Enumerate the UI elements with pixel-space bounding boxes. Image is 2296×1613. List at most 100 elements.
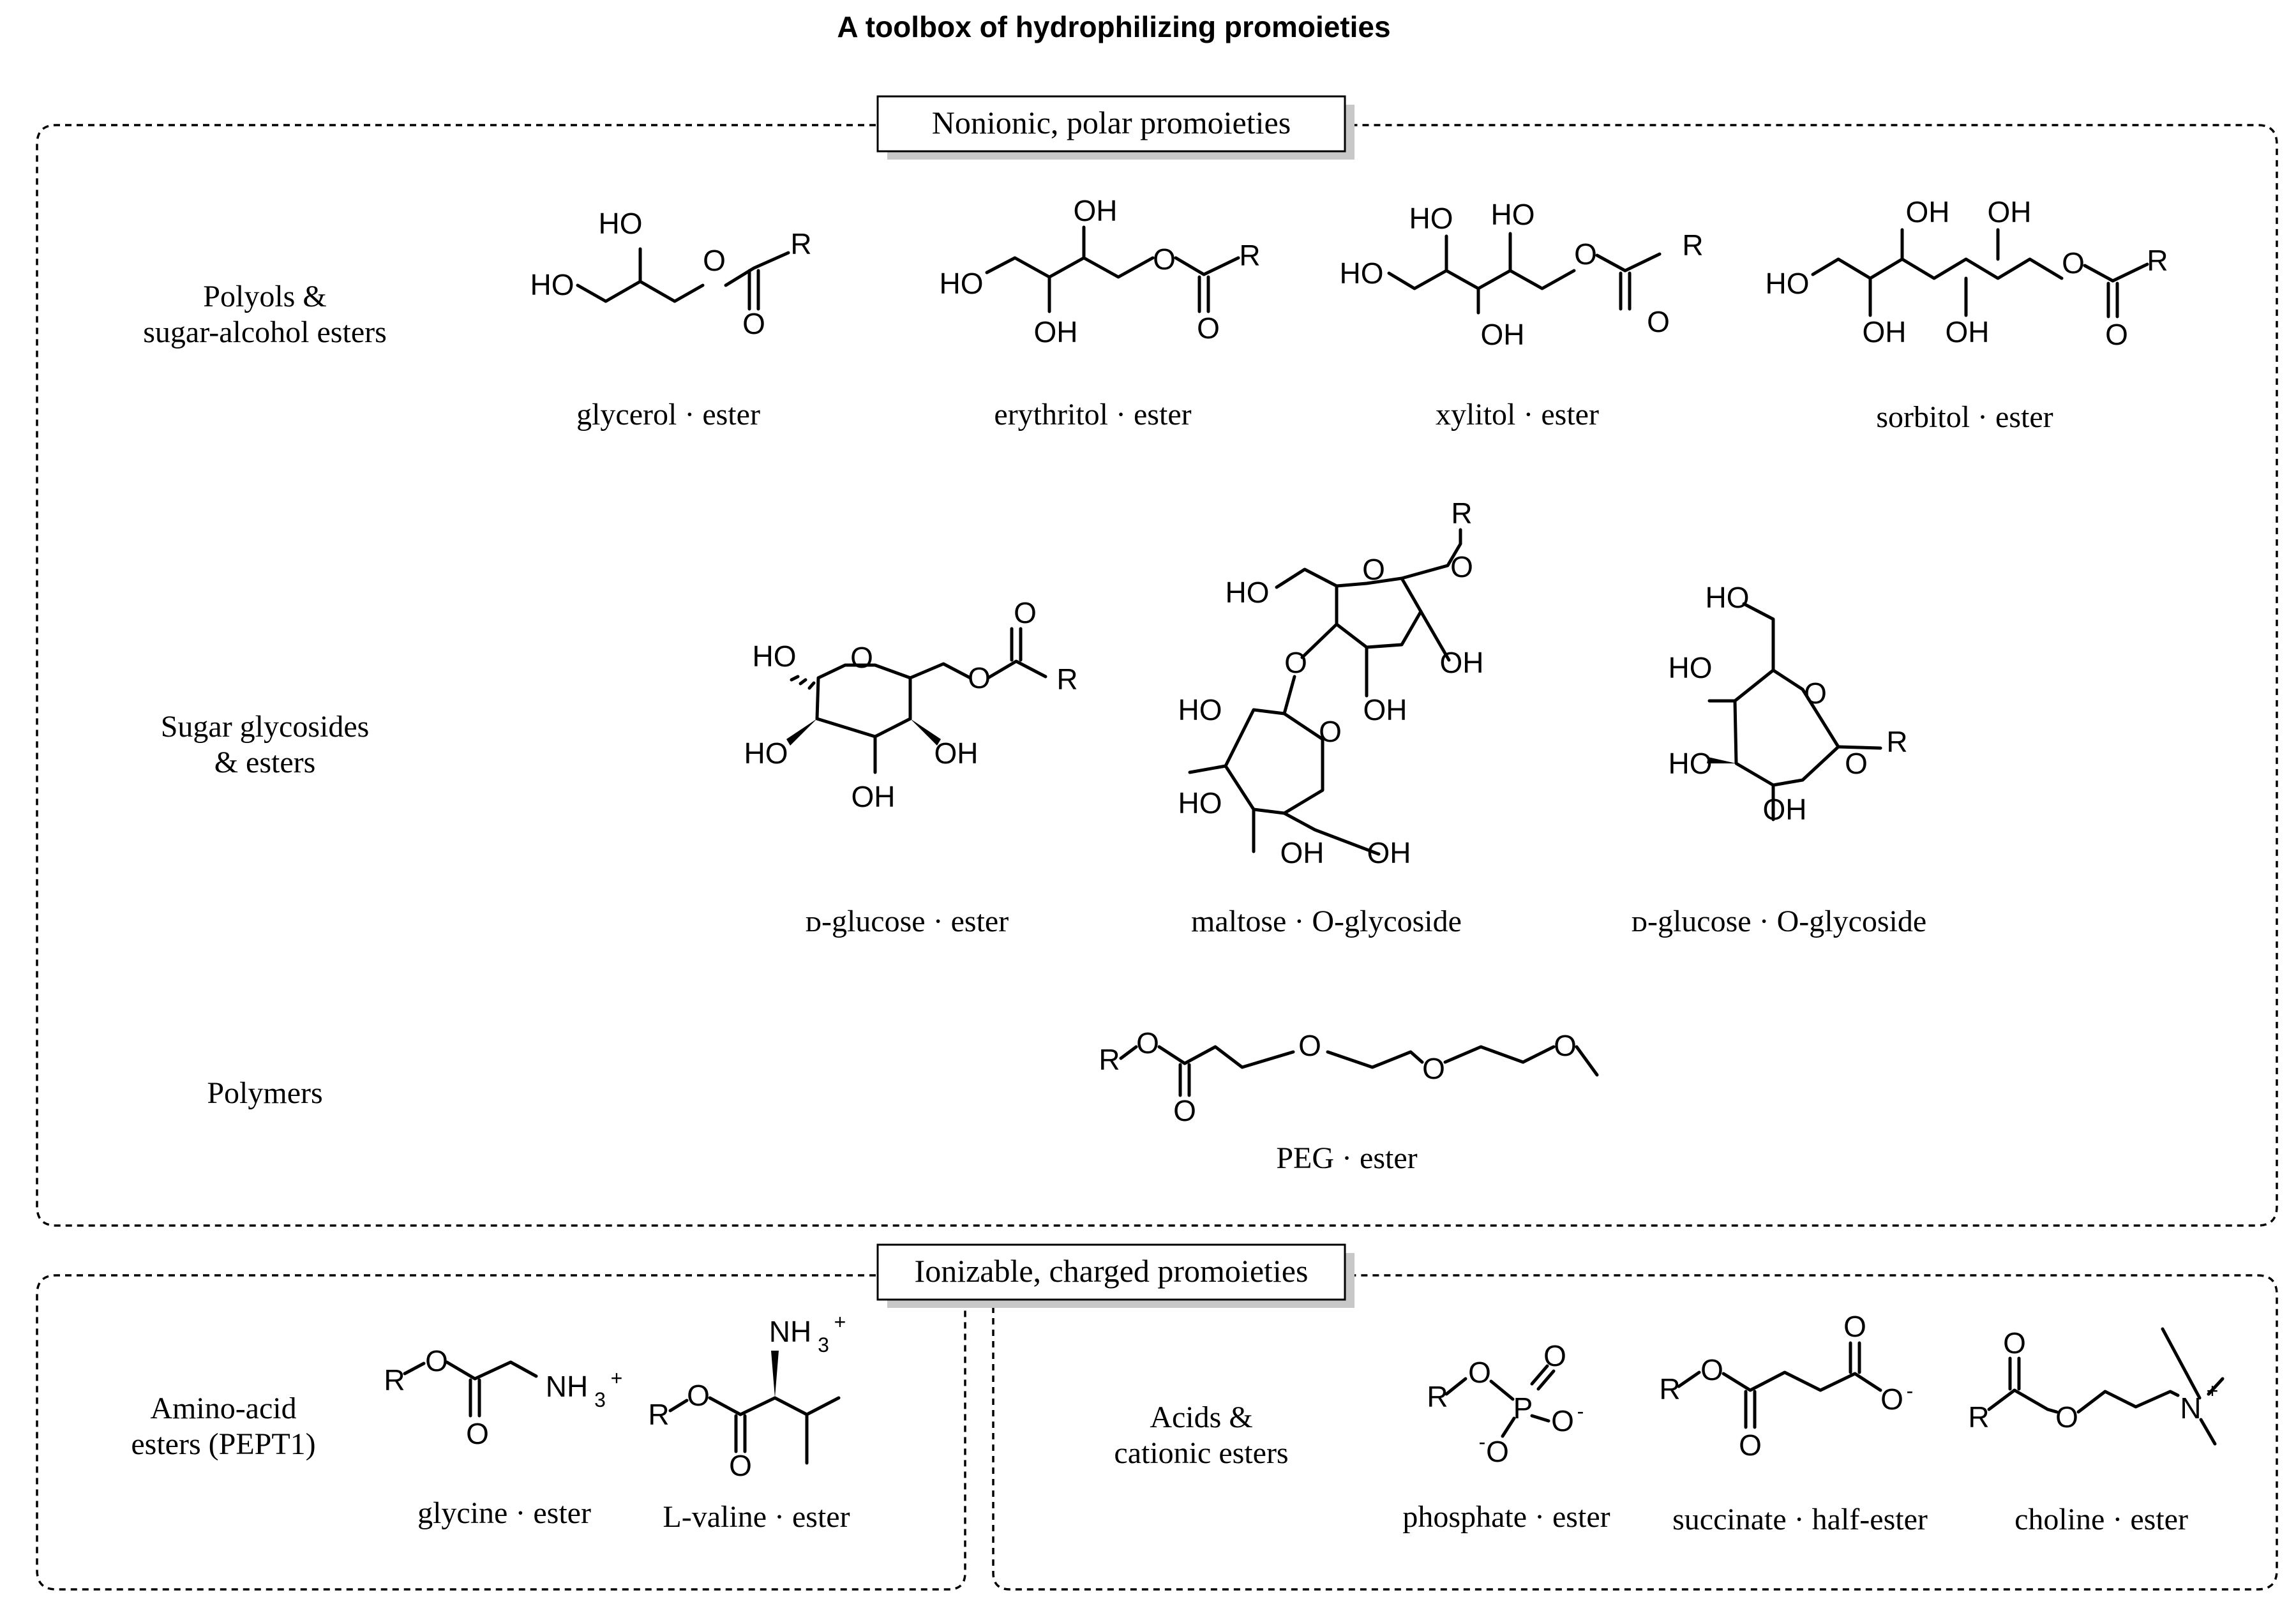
nonionic-header-text: Nonionic, polar promoieties xyxy=(932,105,1291,140)
atom: OH xyxy=(1074,194,1118,227)
group-label-amino-line2: esters (PEPT1) xyxy=(131,1427,315,1461)
atom: O xyxy=(1739,1429,1762,1462)
atom: OH xyxy=(1906,195,1950,229)
atom: O xyxy=(703,244,726,277)
atom: HO xyxy=(1766,267,1810,300)
atom: O xyxy=(425,1344,448,1377)
atom: NH xyxy=(546,1370,588,1403)
structure-peg-ester: R O O O O O xyxy=(1099,1026,1599,1127)
structure-glucose-ester: HO O HO OH OH O O R xyxy=(744,596,1078,813)
atom: O xyxy=(1197,311,1220,345)
ionizable-header: Ionizable, charged promoieties xyxy=(876,1243,1354,1308)
atom: O xyxy=(1014,596,1037,629)
acids-frame xyxy=(992,1261,2278,1591)
atom: O xyxy=(1700,1353,1723,1386)
atom: OH xyxy=(934,737,979,770)
atom: R xyxy=(384,1363,405,1397)
atom: O xyxy=(2055,1400,2078,1434)
atom: R xyxy=(648,1398,669,1431)
atom: HO xyxy=(1178,786,1222,820)
atom: O xyxy=(1468,1356,1491,1389)
group-label-acids-line1: Acids & xyxy=(1150,1400,1252,1434)
atom: OH xyxy=(1863,315,1907,349)
label-peg-ester: PEG · ester xyxy=(1276,1141,1417,1175)
atom: HO xyxy=(599,207,643,240)
label-glucose-ester: ᴅ-glucose · ester xyxy=(806,904,1009,938)
label-choline-ester: choline · ester xyxy=(2015,1503,2188,1536)
atom: OH xyxy=(1481,318,1525,351)
group-label-amino-line1: Amino-acid xyxy=(150,1392,296,1425)
atom: HO xyxy=(530,268,574,301)
atom: R xyxy=(790,227,811,260)
atom: O xyxy=(1153,243,1176,276)
atom: O xyxy=(1845,747,1868,780)
atom: OH xyxy=(1367,836,1411,869)
atom: HO xyxy=(1226,576,1270,609)
atom: O xyxy=(1173,1094,1196,1127)
atom: P xyxy=(1513,1392,1533,1425)
row-label-polyols-line2: sugar-alcohol esters xyxy=(143,315,387,349)
label-glucose-glycoside: ᴅ-glucose · O-glycoside xyxy=(1632,904,1926,938)
atom: O xyxy=(1298,1029,1321,1062)
atom: O xyxy=(1319,715,1342,748)
atom: O xyxy=(687,1379,710,1412)
amino-acid-frame xyxy=(36,1261,966,1591)
atom: O xyxy=(1362,553,1385,586)
atom: R xyxy=(1239,239,1260,272)
label-xylitol-ester: xylitol · ester xyxy=(1436,398,1599,431)
atom: + xyxy=(611,1367,623,1390)
atom: R xyxy=(1056,663,1077,696)
label-phosphate-ester: phosphate · ester xyxy=(1402,1500,1610,1534)
atom: O xyxy=(1486,1435,1509,1468)
nonionic-frame xyxy=(36,124,2278,1227)
atom: O xyxy=(1551,1404,1574,1437)
atom: R xyxy=(1099,1043,1120,1076)
row-label-polymers: Polymers xyxy=(207,1076,322,1110)
structure-erythritol-ester: HO OH OH O R O xyxy=(940,194,1261,349)
atom: OH xyxy=(1946,315,1990,349)
atom: HO xyxy=(940,267,984,300)
atom: O xyxy=(1574,237,1597,271)
atom: OH xyxy=(1363,693,1407,726)
structure-choline-ester: O R O N + xyxy=(1968,1326,2225,1446)
label-maltose-glycoside: maltose · O-glycoside xyxy=(1191,904,1462,938)
atom: O xyxy=(2062,246,2085,280)
atom: O xyxy=(2105,318,2128,351)
atom: R xyxy=(1427,1380,1448,1413)
atom: O xyxy=(466,1417,489,1450)
atom: HO xyxy=(1491,198,1535,231)
structure-succinate-half-ester: R O O O O - xyxy=(1659,1310,1913,1462)
structure-sorbitol-ester: HO OH OH OH OH O R O xyxy=(1766,195,2168,351)
row-label-sugars-line2: & esters xyxy=(214,746,316,779)
atom: R xyxy=(1968,1400,1989,1434)
group-label-acids-line2: cationic esters xyxy=(1114,1436,1288,1470)
atom: O xyxy=(1804,677,1827,710)
structure-glycerol-ester: HO HO O R O xyxy=(530,207,812,340)
structure-xylitol-ester: HO HO HO OH O R O xyxy=(1340,198,1704,351)
atom: + xyxy=(834,1310,846,1333)
atom: HO xyxy=(744,737,788,770)
figure-title: A toolbox of hydrophilizing promoieties xyxy=(837,10,1390,43)
atom: HO xyxy=(1669,747,1713,780)
atom: HO xyxy=(1178,693,1222,726)
label-succinate-half-ester: succinate · half-ester xyxy=(1672,1503,1928,1536)
structure-maltose-glycoside: R O HO O O OH OH HO O HO OH OH xyxy=(1178,497,1484,869)
atom: OH xyxy=(1988,195,2032,229)
structure-glucose-glycoside: HO HO O HO O R OH xyxy=(1669,581,1908,826)
atom: OH xyxy=(852,780,896,813)
row-label-polyols-line1: Polyols & xyxy=(203,280,326,313)
atom: HO xyxy=(1706,581,1750,614)
atom: O xyxy=(968,661,991,694)
atom: R xyxy=(1886,725,1907,758)
label-erythritol-ester: erythritol · ester xyxy=(994,398,1191,431)
atom: O xyxy=(1422,1052,1445,1085)
atom: O xyxy=(1543,1339,1566,1372)
atom: 3 xyxy=(594,1388,606,1411)
atom: O xyxy=(2003,1326,2026,1360)
atom: O xyxy=(742,307,765,340)
atom: OH xyxy=(1763,793,1807,826)
atom: OH xyxy=(1280,836,1324,869)
ionizable-header-text: Ionizable, charged promoieties xyxy=(915,1253,1309,1289)
